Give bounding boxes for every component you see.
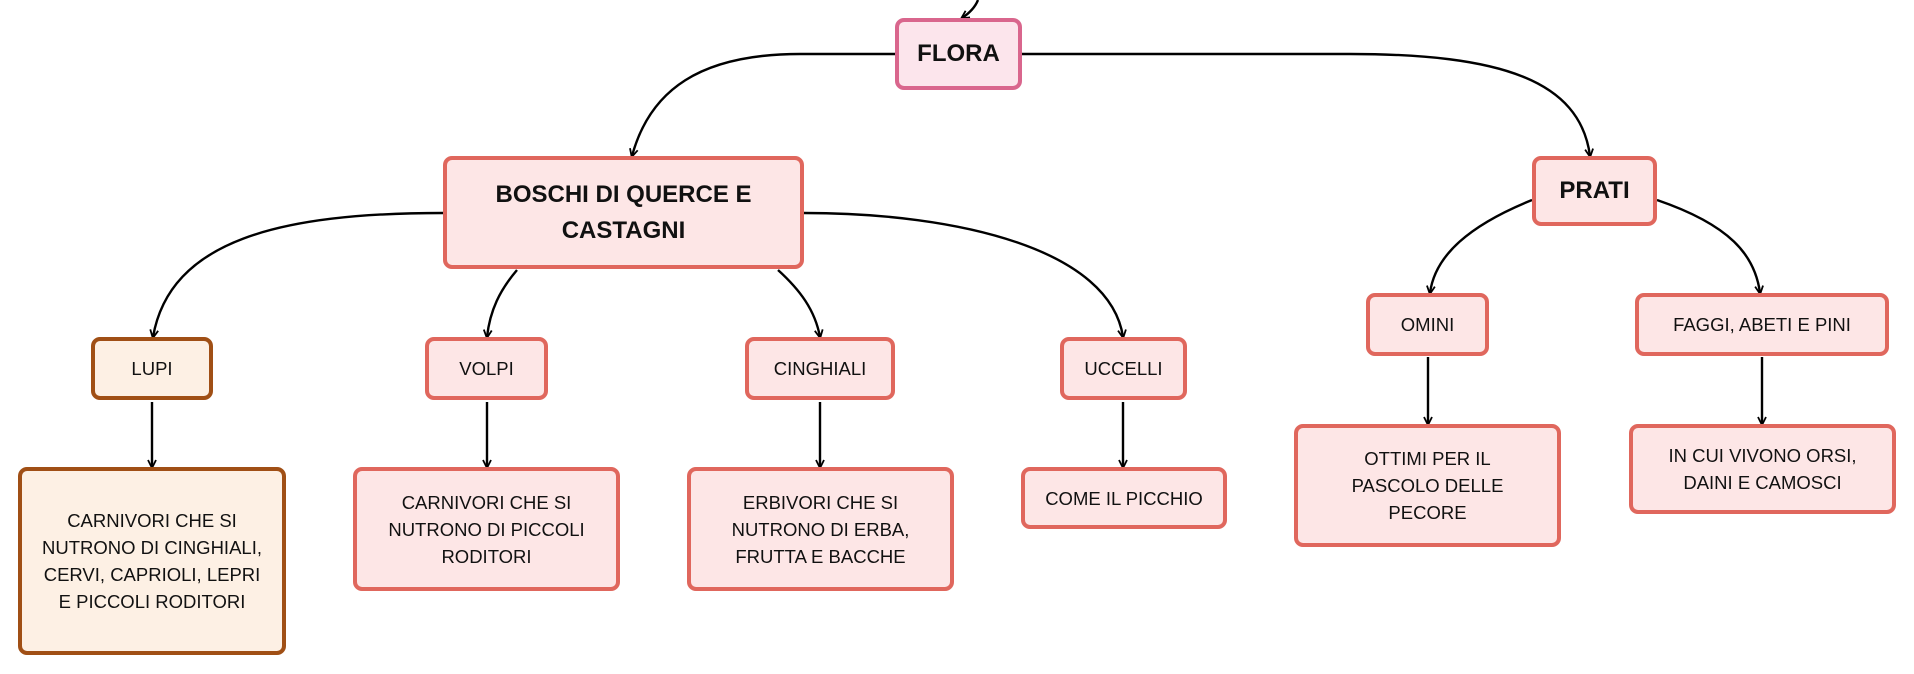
node-cinghiali-label: CINGHIALI (773, 358, 867, 379)
edge-flora-prati (1022, 52, 1590, 156)
node-prati-label: PRATI (1559, 177, 1630, 204)
edge-prati-omini (1430, 198, 1533, 293)
node-cinghiali-desc[interactable]: ERBIVORI CHE SI NUTRONO DI ERBA, FRUTTA … (687, 467, 954, 591)
edge-boschi-uccelli (803, 211, 1123, 337)
edge-incoming-flora (962, 0, 980, 18)
edge-boschi-cinghiali (777, 269, 820, 337)
node-lupi[interactable]: LUPI (91, 337, 213, 400)
node-omini-desc-label: OTTIMI PER IL PASCOLO DELLE PECORE (1351, 448, 1504, 523)
node-faggi-label: FAGGI, ABETI E PINI (1673, 314, 1851, 335)
node-cinghiali-desc-label: ERBIVORI CHE SI NUTRONO DI ERBA, FRUTTA … (731, 491, 910, 567)
node-uccelli[interactable]: UCCELLI (1060, 337, 1187, 400)
node-faggi[interactable]: FAGGI, ABETI E PINI (1635, 293, 1889, 356)
node-uccelli-label: UCCELLI (1084, 358, 1163, 379)
node-boschi-label: BOSCHI DI QUERCE E CASTAGNI (495, 180, 752, 244)
node-omini[interactable]: OMINI (1366, 293, 1489, 356)
node-volpi[interactable]: VOLPI (425, 337, 548, 400)
node-boschi[interactable]: BOSCHI DI QUERCE E CASTAGNI (443, 156, 804, 269)
node-volpi-desc[interactable]: CARNIVORI CHE SI NUTRONO DI PICCOLI RODI… (353, 467, 620, 591)
edge-prati-faggi (1656, 198, 1760, 293)
node-uccelli-desc[interactable]: COME IL PICCHIO (1021, 467, 1227, 529)
node-volpi-desc-label: CARNIVORI CHE SI NUTRONO DI PICCOLI RODI… (388, 491, 585, 567)
node-prati[interactable]: PRATI (1532, 156, 1657, 226)
node-cinghiali[interactable]: CINGHIALI (745, 337, 895, 400)
edge-boschi-volpi (487, 269, 518, 337)
node-flora-label: FLORA (917, 40, 1000, 67)
node-flora[interactable]: FLORA (895, 18, 1022, 90)
edge-boschi-lupi (153, 211, 444, 337)
node-lupi-label: LUPI (131, 358, 173, 379)
edge-flora-boschi (632, 52, 895, 156)
node-omini-label: OMINI (1400, 314, 1455, 335)
node-lupi-desc-label: CARNIVORI CHE SI NUTRONO DI CINGHIALI, C… (42, 510, 262, 612)
node-uccelli-desc-label: COME IL PICCHIO (1045, 487, 1203, 509)
node-omini-desc[interactable]: OTTIMI PER IL PASCOLO DELLE PECORE (1294, 424, 1561, 547)
node-faggi-desc[interactable]: IN CUI VIVONO ORSI, DAINI E CAMOSCI (1629, 424, 1896, 514)
node-lupi-desc[interactable]: CARNIVORI CHE SI NUTRONO DI CINGHIALI, C… (18, 467, 286, 655)
node-volpi-label: VOLPI (459, 358, 514, 379)
node-faggi-desc-label: IN CUI VIVONO ORSI, DAINI E CAMOSCI (1668, 445, 1857, 493)
